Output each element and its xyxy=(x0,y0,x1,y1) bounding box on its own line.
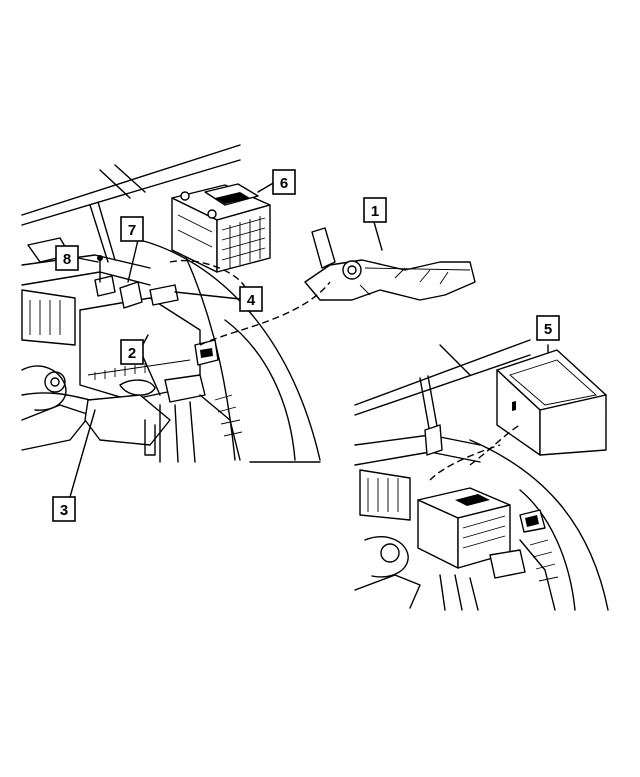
battery-part xyxy=(171,183,271,273)
callout-1: 1 xyxy=(363,197,387,223)
callout-3: 3 xyxy=(52,496,76,522)
callout-6-label: 6 xyxy=(280,175,288,192)
callout-7-label: 7 xyxy=(128,222,136,239)
leader-lines xyxy=(69,181,549,498)
callout-1-label: 1 xyxy=(371,203,379,220)
callout-8: 8 xyxy=(55,245,79,271)
callout-8-label: 8 xyxy=(63,251,71,268)
callout-5-label: 5 xyxy=(544,321,552,338)
callout-5: 5 xyxy=(536,315,560,341)
callout-2: 2 xyxy=(120,339,144,365)
callout-6: 6 xyxy=(272,169,296,195)
callout-2-label: 2 xyxy=(128,345,136,362)
right-engine-bay-view xyxy=(354,339,609,611)
callout-7: 7 xyxy=(120,216,144,242)
bracket-part xyxy=(304,227,476,301)
callout-3-label: 3 xyxy=(60,502,68,519)
callout-4-label: 4 xyxy=(247,292,256,309)
callout-4: 4 xyxy=(239,286,263,312)
battery-cover-part xyxy=(496,349,607,456)
